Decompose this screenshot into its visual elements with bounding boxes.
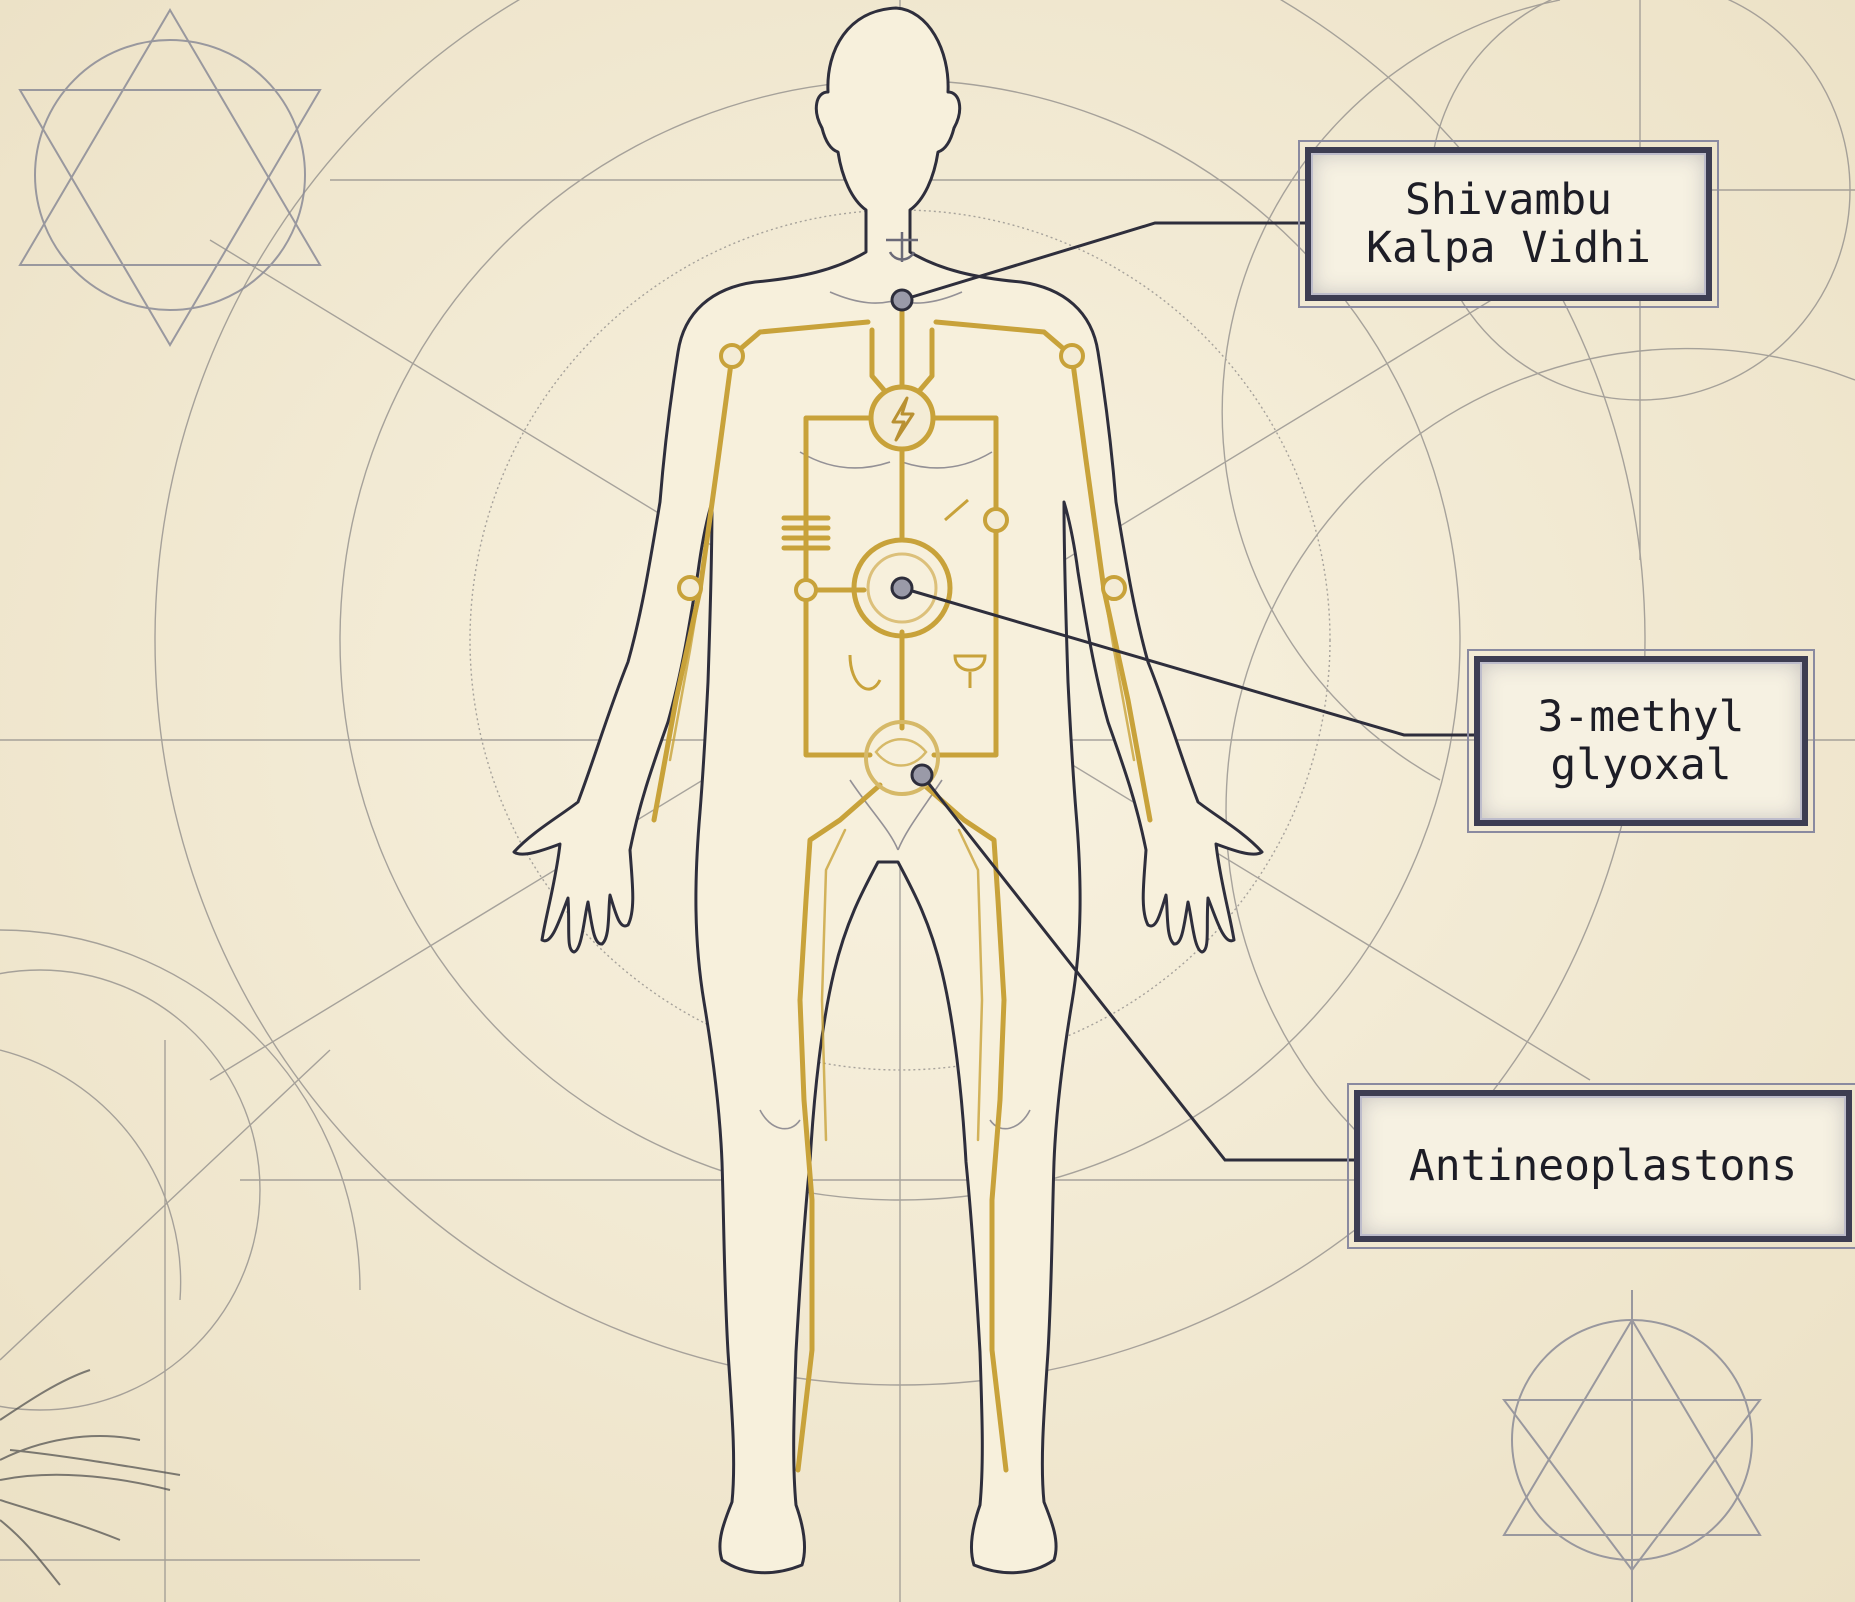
anchor-dot-throat: [892, 290, 912, 310]
label-shivambu-kalpa-vidhi: Shivambu Kalpa Vidhi: [1305, 147, 1712, 301]
label-line: 3-methyl: [1537, 693, 1744, 741]
label-line: glyoxal: [1537, 741, 1744, 789]
node-torso-left: [796, 580, 816, 600]
label-3-methyl-glyoxal: 3-methyl glyoxal: [1474, 656, 1808, 826]
node-left-elbow: [679, 577, 701, 599]
label-line: Shivambu: [1366, 176, 1651, 224]
label-line: Antineoplastons: [1409, 1142, 1797, 1190]
anchor-dot-abdomen: [892, 578, 912, 598]
node-right-elbow: [1103, 577, 1125, 599]
node-torso-right: [985, 509, 1007, 531]
label-antineoplastons: Antineoplastons: [1354, 1090, 1852, 1242]
anchor-dot-pelvis: [912, 765, 932, 785]
node-right-shoulder: [1061, 345, 1083, 367]
lightning-icon: [871, 387, 933, 449]
node-left-shoulder: [721, 345, 743, 367]
label-line: Kalpa Vidhi: [1366, 224, 1651, 272]
